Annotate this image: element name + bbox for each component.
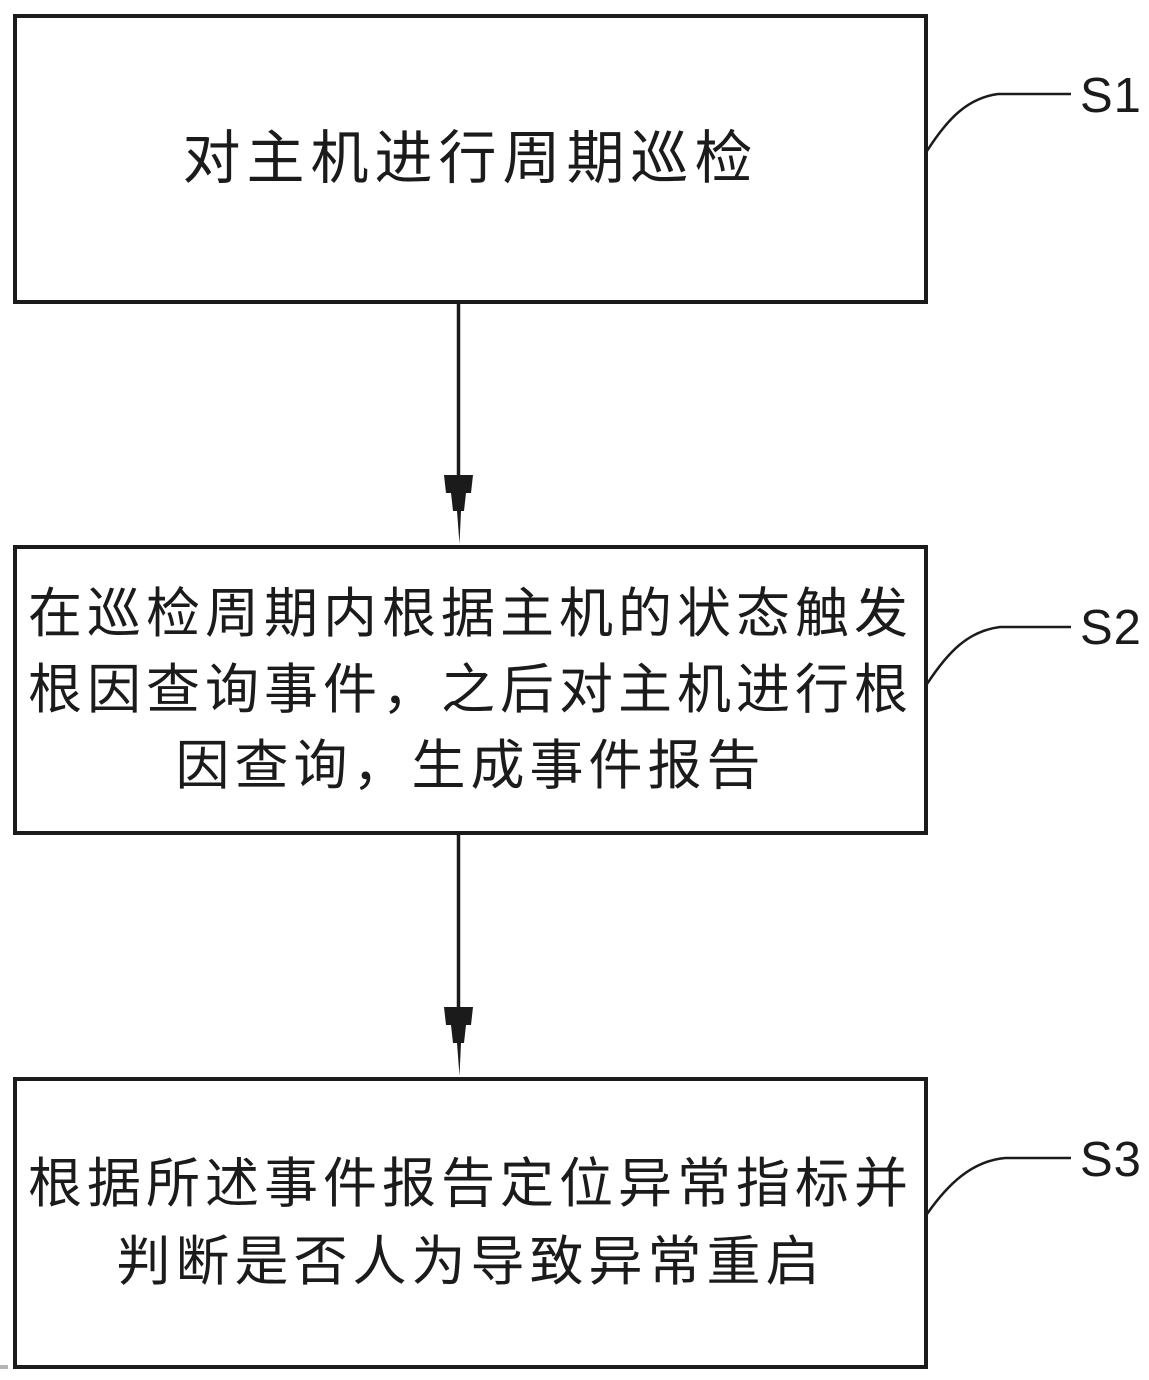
arrow-s1-to-s2-icon (444, 303, 473, 544)
leader-line-s3 (925, 1156, 1071, 1215)
flow-step-box-s3: 根据所述事件报告定位异常指标并 判断是否人为导致异常重启 (13, 1077, 928, 1369)
leader-line-s2 (925, 625, 1071, 685)
step-label-s3: S3 (1080, 1133, 1142, 1187)
arrow-s2-to-s3-icon (444, 834, 473, 1076)
flow-step-box-s2: 在巡检周期内根据主机的状态触发 根因查询事件，之后对主机进行根 因查询，生成事件… (13, 545, 928, 835)
flow-step-box-s1: 对主机进行周期巡检 (13, 14, 928, 304)
leader-line-s1 (925, 92, 1071, 152)
step-label-s1: S1 (1080, 69, 1142, 123)
scan-edge-artifact (0, 1365, 8, 1369)
step-label-s2: S2 (1080, 601, 1142, 655)
